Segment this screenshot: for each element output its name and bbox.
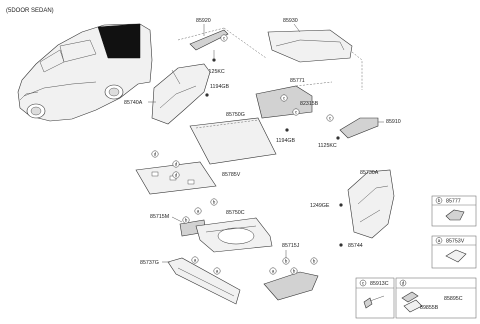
label-85730a: 85730A (360, 170, 379, 176)
fastener-1194gb-a (205, 93, 209, 97)
callout-b-4: b (290, 267, 298, 275)
callout-c-2: c (280, 94, 288, 102)
legend-c-part: 85913C (370, 281, 389, 287)
car-illustration (17, 23, 153, 122)
part-85715j (263, 271, 319, 301)
legend-c-code: c (362, 281, 365, 286)
part-85930-cargo-shelf (267, 23, 363, 90)
part-85740a-left-trim (151, 63, 211, 125)
label-1194gb-a: 1194GB (210, 84, 230, 90)
svg-text:d: d (154, 152, 157, 157)
fastener-85744 (339, 243, 343, 247)
legend-box-a: a 85753V (431, 235, 477, 269)
svg-text:a: a (216, 269, 219, 274)
label-1194gb-b: 1194GB (276, 138, 296, 144)
legend-a-part: 85753V (446, 239, 465, 245)
callout-a-2: a (191, 256, 199, 264)
svg-text:c: c (329, 116, 332, 121)
variant-title: (5DOOR SEDAN) (6, 8, 54, 14)
callout-c-3: c (292, 108, 300, 116)
svg-text:c: c (223, 36, 226, 41)
label-85785v: 85785V (222, 172, 241, 178)
callout-d-2: d (172, 160, 180, 168)
label-82315b: 82315B (300, 101, 319, 107)
part-85910-trim (339, 117, 384, 139)
svg-text:b: b (285, 259, 288, 264)
callout-c-1: c (220, 34, 228, 42)
screw-icon-85913c (363, 297, 373, 309)
svg-text:b: b (213, 200, 216, 205)
label-1125kc-b: 1125KC (318, 143, 337, 149)
fastener-1194gb-b (285, 128, 289, 132)
legend-box-b: b 85777 (431, 195, 477, 227)
part-85750c-tray (195, 217, 273, 253)
callout-b-1: b (182, 216, 190, 224)
fastener-1249ge (339, 203, 343, 207)
label-85771: 85771 (290, 78, 305, 84)
cover-icon-89855b (403, 299, 423, 313)
cover-icon-85895c (401, 291, 419, 303)
part-85730a-right-trim (347, 169, 395, 239)
clip-icon-85753v (445, 249, 467, 263)
svg-text:a: a (272, 269, 275, 274)
svg-text:d: d (175, 173, 178, 178)
callout-d-3: d (172, 171, 180, 179)
callout-d-1: d (151, 150, 159, 158)
callout-b-2: b (210, 198, 218, 206)
callout-b-5: b (310, 257, 318, 265)
callout-b-3: b (282, 257, 290, 265)
part-85750g-cargo-mat (189, 117, 277, 165)
label-85750g: 85750G (226, 112, 245, 118)
legend-box-c: c 85913C (355, 277, 395, 319)
callout-a-1: a (194, 207, 202, 215)
callout-c-4: c (326, 114, 334, 122)
label-85750c: 85750C (226, 210, 245, 216)
label-85737g: 85737G (140, 260, 159, 266)
svg-text:c: c (283, 96, 286, 101)
legend-b-code: b (438, 198, 441, 203)
label-85715j: 85715J (282, 243, 300, 249)
cargo-area-highlight (97, 23, 141, 59)
label-85910: 85910 (386, 119, 401, 125)
callout-a-3: a (213, 267, 221, 275)
svg-text:b: b (313, 259, 316, 264)
clip-icon-85777 (445, 209, 465, 221)
callout-a-4: a (269, 267, 277, 275)
svg-text:b: b (293, 269, 296, 274)
fastener-1125kc-b (336, 136, 340, 140)
svg-text:b: b (185, 218, 188, 223)
svg-text:a: a (194, 258, 197, 263)
svg-text:d: d (175, 162, 178, 167)
label-85715m: 85715M (150, 214, 169, 220)
label-85930: 85930 (283, 18, 298, 24)
legend-d-part-bottom: 89855B (420, 305, 439, 311)
legend-b-part: 85777 (446, 199, 461, 205)
legend-d-part-top: 85895C (444, 296, 463, 302)
part-85920-bracket (177, 24, 267, 59)
label-1125kc-a: 1125KC (206, 69, 225, 75)
legend-d-code: d (402, 281, 405, 286)
label-85740a: 85740A (124, 100, 143, 106)
label-85744: 85744 (348, 243, 363, 249)
fastener-1125kc-a (212, 58, 216, 62)
legend-a-code: a (438, 238, 441, 243)
svg-text:a: a (197, 209, 200, 214)
legend-box-d: d 85895C 89855B (395, 277, 477, 319)
label-85920: 85920 (196, 18, 211, 24)
label-1249ge: 1249GE (310, 203, 330, 209)
svg-text:c: c (295, 110, 298, 115)
part-85737g-tray (167, 257, 241, 305)
